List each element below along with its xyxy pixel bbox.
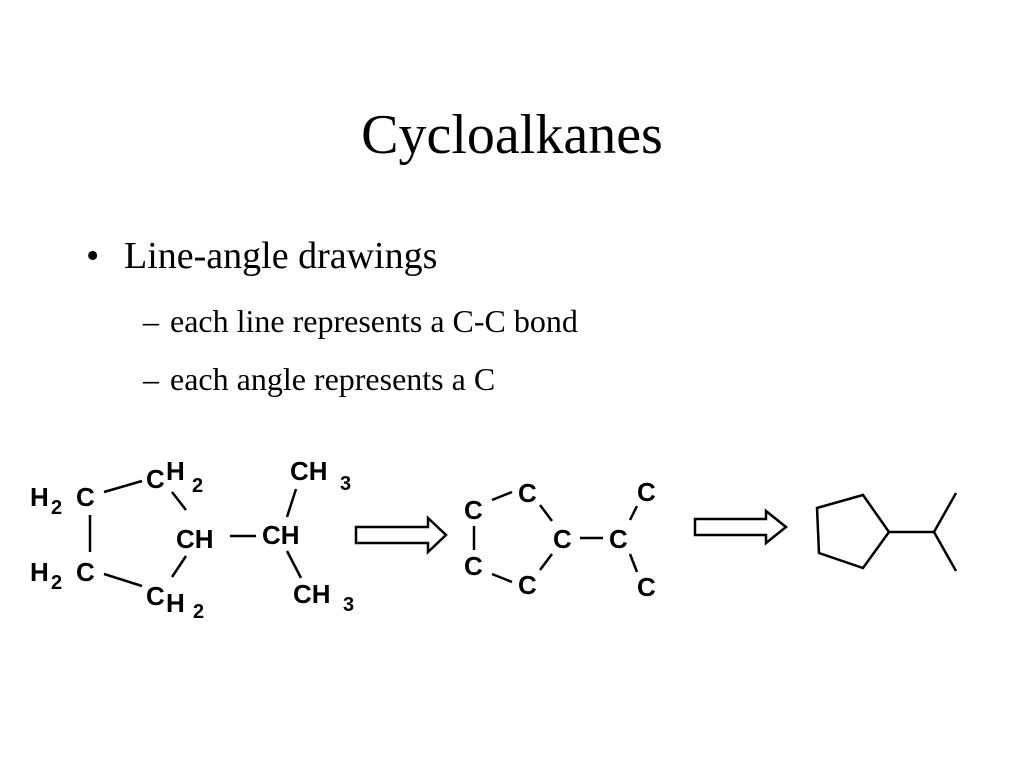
carbon-skeleton: C C C C C C C C	[464, 477, 656, 602]
atom-c: C	[553, 524, 572, 554]
sub-bullet-text: each line represents a C-C bond	[170, 303, 578, 339]
atom-c: C	[146, 464, 165, 494]
sub-bullet-list: –each line represents a C-C bond –each a…	[143, 292, 578, 408]
subscript: 2	[193, 601, 204, 623]
bond	[103, 479, 143, 494]
right-arrow-icon	[693, 508, 789, 546]
subscript: 2	[192, 475, 203, 497]
bullet-text: Line-angle drawings	[124, 235, 438, 277]
bond	[628, 553, 639, 573]
atom-h: H	[30, 557, 49, 587]
line-angle-drawing	[815, 492, 958, 572]
ring-junction-ch: CH	[176, 524, 214, 554]
atom-c: C	[637, 477, 656, 507]
methyl-top: CH	[290, 456, 328, 486]
bullet-list: • Line-angle drawings –each line represen…	[86, 232, 578, 397]
atom-c: C	[637, 572, 656, 602]
branch-ch: CH	[262, 520, 300, 550]
subscript: 2	[51, 497, 62, 519]
methyl-bottom: CH	[293, 579, 331, 609]
bond	[539, 553, 553, 571]
subscript: 3	[340, 473, 351, 495]
bond	[932, 492, 958, 533]
atom-c: C	[609, 524, 628, 554]
atom-h: H	[166, 456, 185, 486]
atom-h: H	[30, 482, 49, 512]
bond	[285, 550, 303, 579]
sub-bullet-bond: –each line represents a C-C bond	[143, 292, 578, 350]
bond	[539, 504, 553, 522]
bond	[170, 555, 188, 578]
condensed-formula: C H 2 H 2 C H 2 C C H 2 CH CH CH 3 CH 3	[30, 456, 354, 623]
subscript: 3	[343, 594, 354, 616]
sub-bullet-marker: –	[143, 361, 159, 397]
bond	[491, 490, 513, 502]
bond	[171, 491, 187, 511]
bullet-line-angle-drawings: • Line-angle drawings –each line represen…	[86, 232, 578, 397]
atom-c: C	[518, 478, 537, 508]
slide-title: Cycloalkanes	[361, 104, 663, 166]
sub-bullet-marker: –	[143, 303, 159, 339]
bond	[285, 488, 298, 518]
cyclopentane-ring	[815, 493, 891, 570]
subscript: 2	[51, 572, 62, 594]
right-arrow-icon	[354, 515, 448, 555]
atom-c: C	[76, 557, 95, 587]
atom-c: C	[76, 482, 95, 512]
bond	[932, 531, 958, 572]
bond	[491, 572, 513, 584]
sub-bullet-angle: –each angle represents a C	[143, 350, 578, 408]
atom-c: C	[518, 570, 537, 600]
bullet-marker: •	[86, 235, 100, 277]
atom-c: C	[464, 551, 483, 581]
sub-bullet-text: each angle represents a C	[170, 361, 496, 397]
bond	[103, 572, 143, 588]
atom-c: C	[464, 495, 483, 525]
bond	[628, 505, 639, 521]
atom-c: C	[146, 581, 165, 611]
atom-h: H	[166, 588, 185, 618]
